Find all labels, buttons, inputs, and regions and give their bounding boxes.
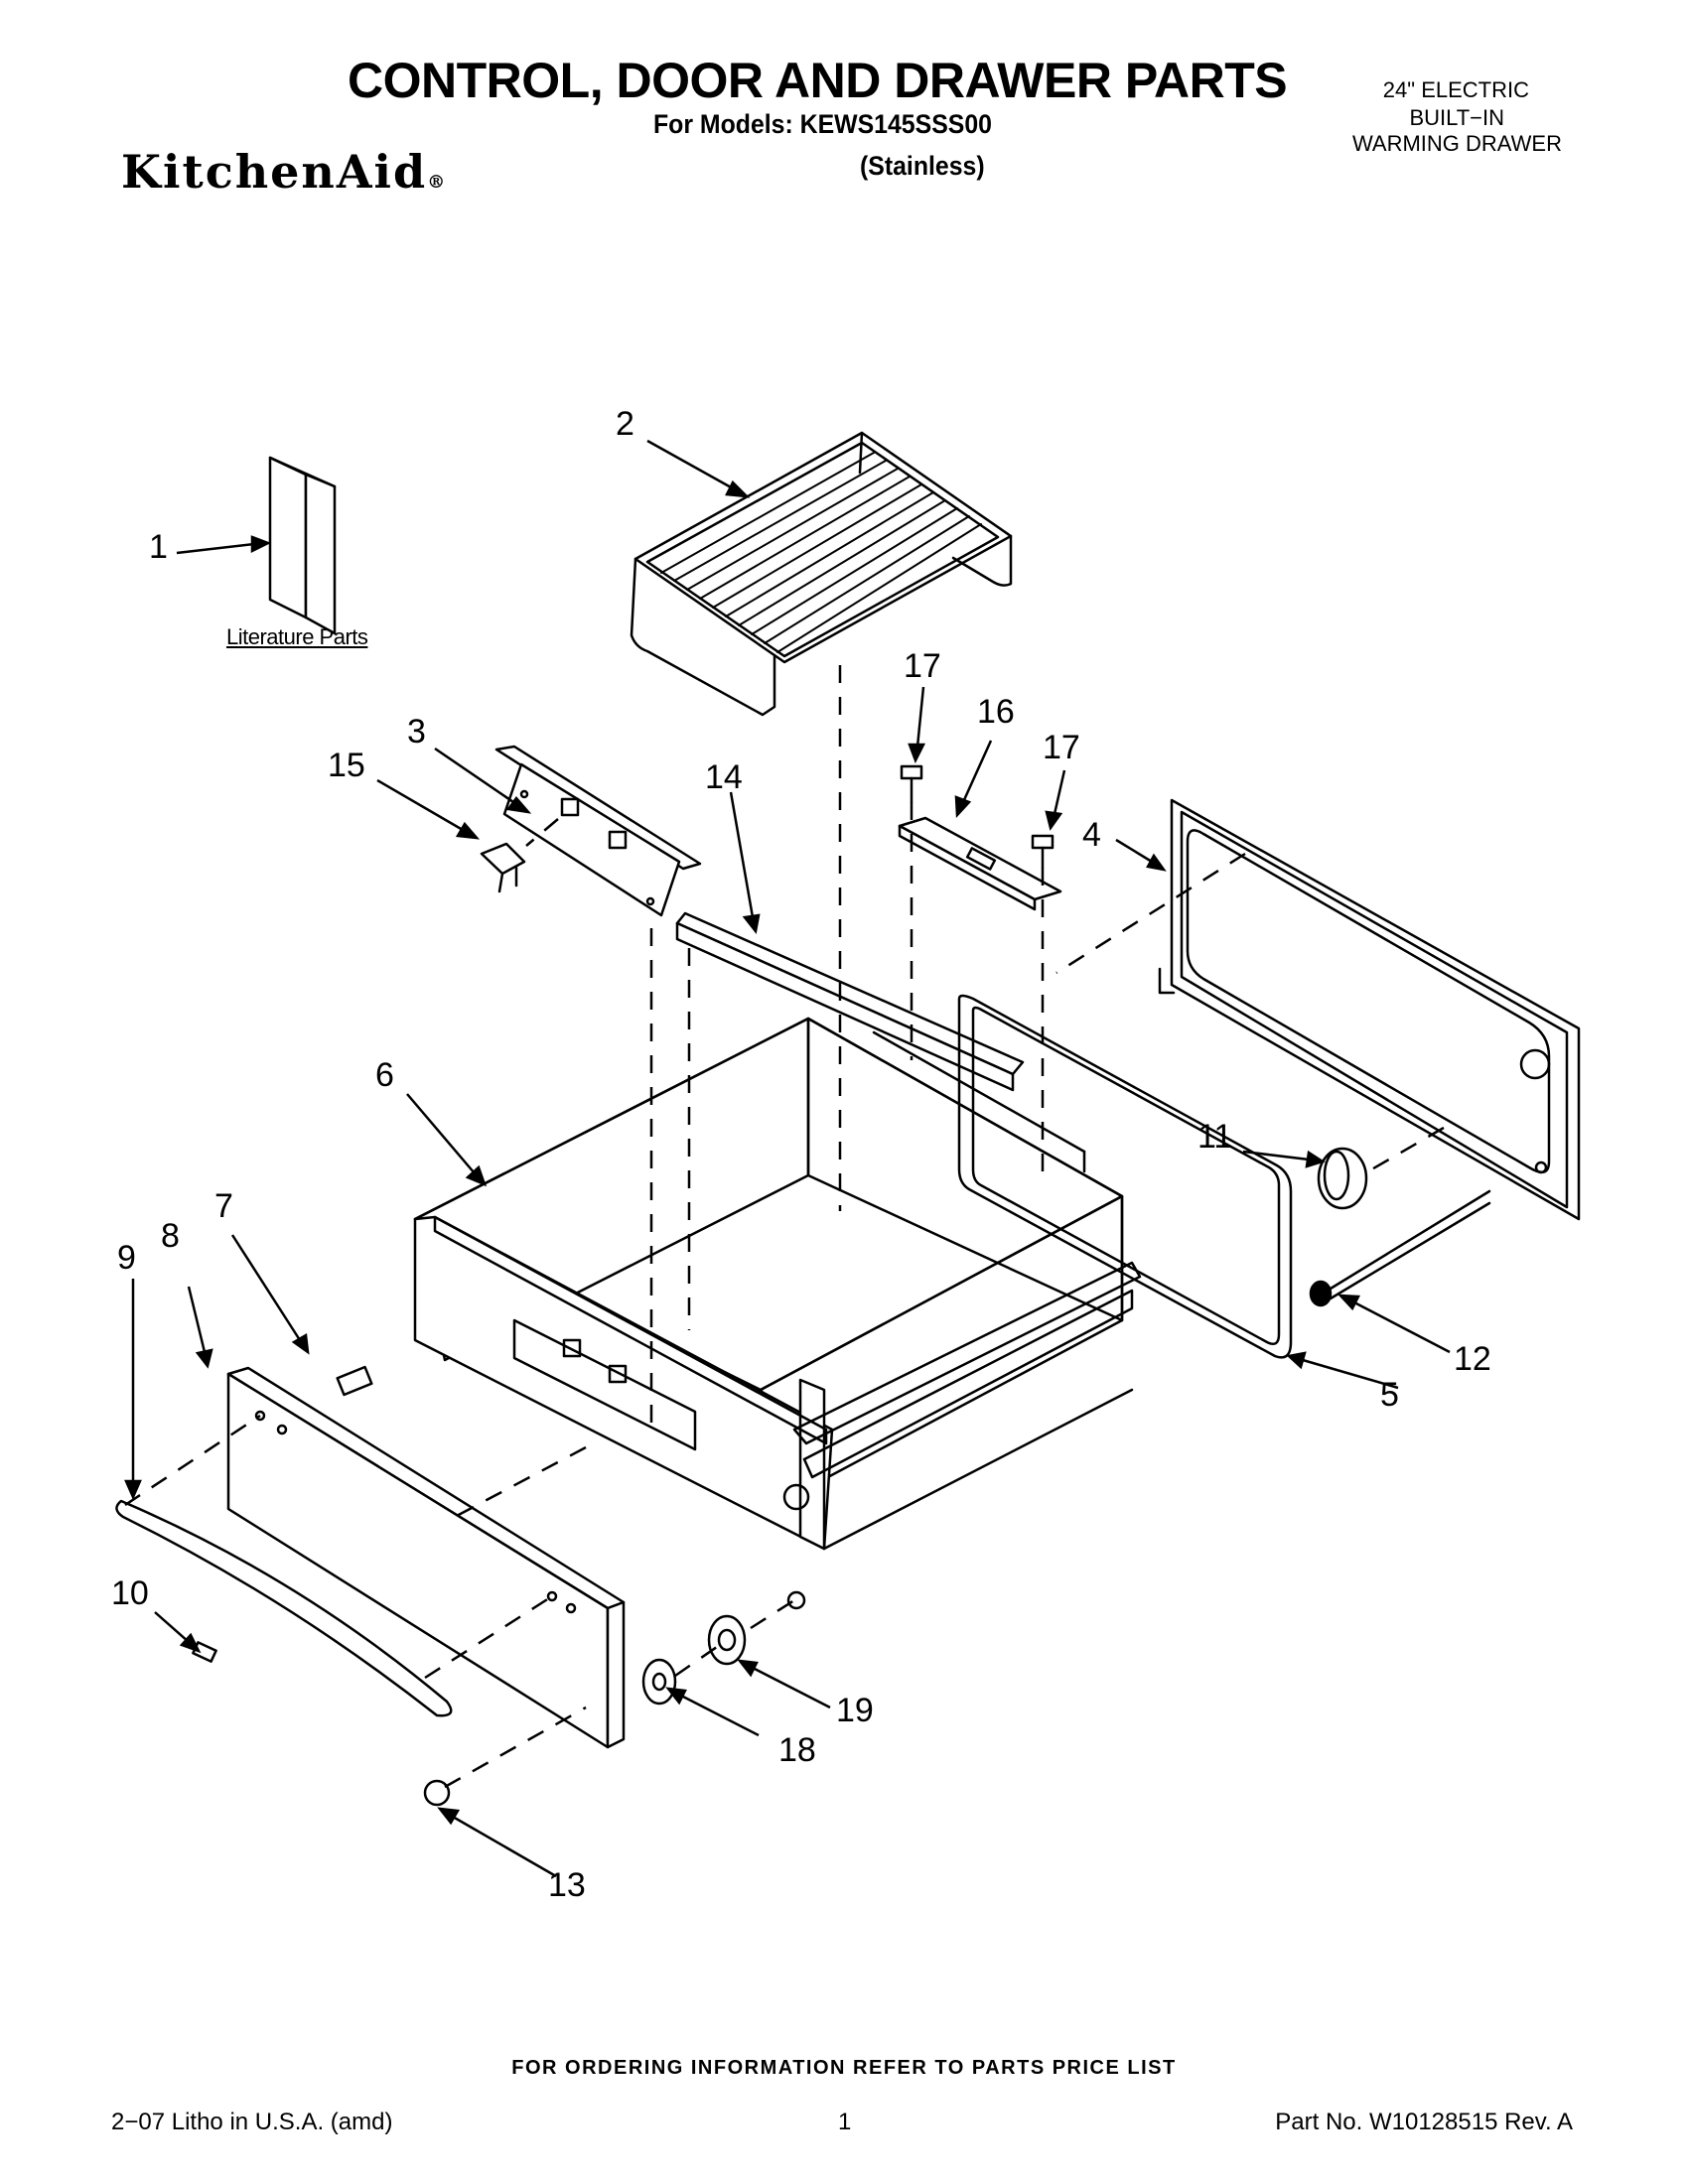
screw-parts — [900, 764, 1055, 870]
callout-13: 13 — [548, 1866, 586, 1904]
callout-16: 16 — [977, 693, 1015, 731]
drawer-handle-part — [115, 1499, 453, 1717]
callout-17-lower: 17 — [1043, 729, 1080, 766]
drawer-box-part — [413, 1017, 1142, 1610]
callout-10: 10 — [111, 1574, 149, 1612]
washer-part — [641, 1658, 677, 1706]
callout-15: 15 — [328, 747, 365, 784]
callout-4: 4 — [1082, 816, 1101, 854]
page-number: 1 — [838, 2109, 852, 2135]
callout-12: 12 — [1454, 1340, 1491, 1378]
model-number: For Models: KEWS145SSS00 — [653, 109, 992, 139]
callout-18: 18 — [778, 1731, 816, 1769]
page-title: CONTROL, DOOR AND DRAWER PARTS — [348, 53, 1288, 108]
callout-1: 1 — [149, 528, 168, 566]
switch-assembly-part — [898, 816, 1062, 911]
product-type-line-2: BUILT−IN — [1409, 105, 1504, 130]
product-type-line-1: 24" ELECTRIC — [1382, 77, 1529, 102]
indicator-light-part — [1309, 1189, 1491, 1307]
brand-logo: KitchenAid® — [121, 145, 445, 199]
wire-rack-part — [630, 431, 1013, 717]
registered-mark: ® — [427, 172, 446, 193]
product-type-line-3: WARMING DRAWER — [1351, 131, 1562, 156]
callout-19: 19 — [836, 1692, 874, 1729]
callout-17-upper: 17 — [904, 647, 941, 685]
callout-9: 9 — [117, 1239, 136, 1277]
callout-3: 3 — [407, 713, 426, 751]
literature-booklet-part — [268, 456, 337, 635]
plug-part — [423, 1779, 451, 1807]
callout-5: 5 — [1380, 1376, 1399, 1414]
outer-door-panel-part — [1158, 798, 1581, 1221]
literature-parts-label: Literature Parts — [226, 624, 368, 649]
drawer-rail-part — [675, 911, 1025, 1092]
callout-7: 7 — [214, 1187, 233, 1225]
bearing-part — [707, 1614, 747, 1666]
callout-6: 6 — [375, 1056, 394, 1094]
ordering-info-note: FOR ORDERING INFORMATION REFER TO PARTS … — [511, 2057, 1177, 2079]
callout-11: 11 — [1197, 1118, 1233, 1156]
callout-8: 8 — [161, 1217, 180, 1255]
model-finish: (Stainless) — [860, 151, 985, 181]
drawer-front-panel-part — [226, 1366, 626, 1749]
part-number: Part No. W10128515 Rev. A — [1275, 2109, 1573, 2135]
litho-info: 2−07 Litho in U.S.A. (amd) — [111, 2109, 393, 2135]
callout-2: 2 — [616, 405, 634, 443]
clip-part — [480, 842, 526, 893]
door-gasket-part — [957, 994, 1293, 1359]
control-bracket-part — [494, 745, 702, 917]
brand-name: KitchenAid — [121, 145, 428, 199]
bolt-part — [336, 1365, 373, 1397]
control-knob-part — [1317, 1147, 1368, 1210]
callout-14: 14 — [705, 758, 743, 796]
